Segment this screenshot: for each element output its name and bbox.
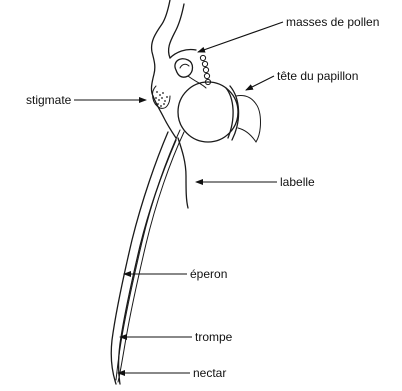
butterfly-head [178,82,261,142]
flower-column [151,0,196,138]
stigma-patch [153,86,170,108]
label-stigma: stigmate [26,93,72,107]
label-spur: éperon [190,267,227,281]
label-proboscis: trompe [195,330,233,344]
pollen-stalk [200,55,210,84]
leader-pollen [198,22,283,52]
leader-head [246,76,274,90]
label-labellum: labelle [280,175,315,189]
label-pollen-masses: masses de pollen [286,15,379,29]
labellum-outline [178,138,188,208]
butterfly-proboscis [116,130,184,382]
pollen-mass [175,59,206,88]
nectar-spur [111,132,176,384]
label-butterfly-head: tête du papillon [277,69,358,83]
label-nectar: nectar [193,366,226,380]
